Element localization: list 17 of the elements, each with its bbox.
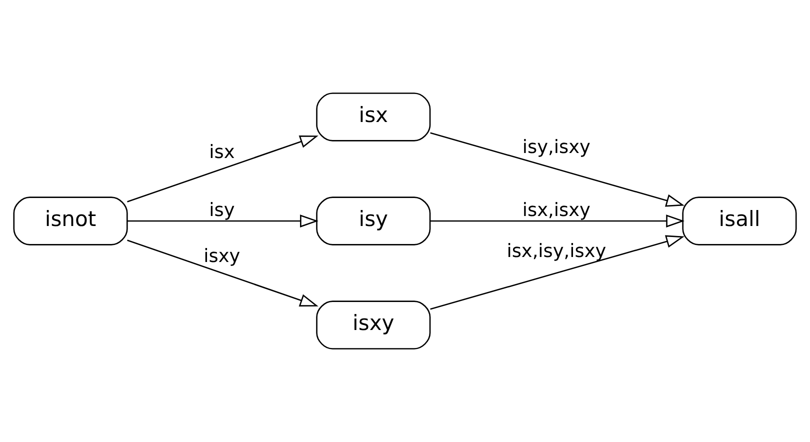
node-box: isxy	[316, 300, 431, 350]
arrow	[127, 214, 318, 228]
edge-label: isx	[209, 142, 235, 164]
edge-label: isx,isy,isxy	[506, 240, 606, 262]
arrow	[127, 240, 318, 306]
edge-label: isxy	[204, 246, 240, 268]
node-box: isall	[682, 196, 797, 246]
node-box: isnot	[13, 196, 128, 246]
arrow	[127, 136, 318, 202]
edge-label: isy,isxy	[522, 136, 590, 158]
edge-label: isx,isxy	[522, 200, 590, 221]
arrow	[430, 214, 685, 228]
node-box: isx	[316, 92, 431, 142]
edge-label: isy	[209, 200, 235, 221]
arrow	[430, 235, 684, 310]
node-box: isy	[316, 196, 431, 246]
arrow	[430, 132, 684, 207]
